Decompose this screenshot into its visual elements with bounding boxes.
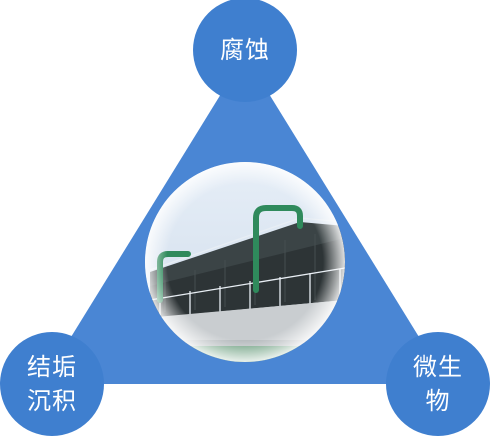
node-bottom-right-line1: 微生 <box>413 353 463 381</box>
node-bottom-right-label: 微生 物 <box>388 350 488 418</box>
node-bottom-left-circle <box>0 332 104 436</box>
node-top-label: 腐蚀 <box>195 33 295 67</box>
node-top-text: 腐蚀 <box>220 36 270 64</box>
cooling-tower-photo <box>145 162 345 362</box>
node-bottom-left-line2: 沉积 <box>27 387 77 415</box>
node-bottom-right-line2: 物 <box>425 387 451 415</box>
node-bottom-left-label: 结垢 沉积 <box>2 350 102 418</box>
node-bottom-right-circle <box>386 332 490 436</box>
node-top-circle <box>193 0 297 102</box>
node-bottom-left-line1: 结垢 <box>27 353 77 381</box>
